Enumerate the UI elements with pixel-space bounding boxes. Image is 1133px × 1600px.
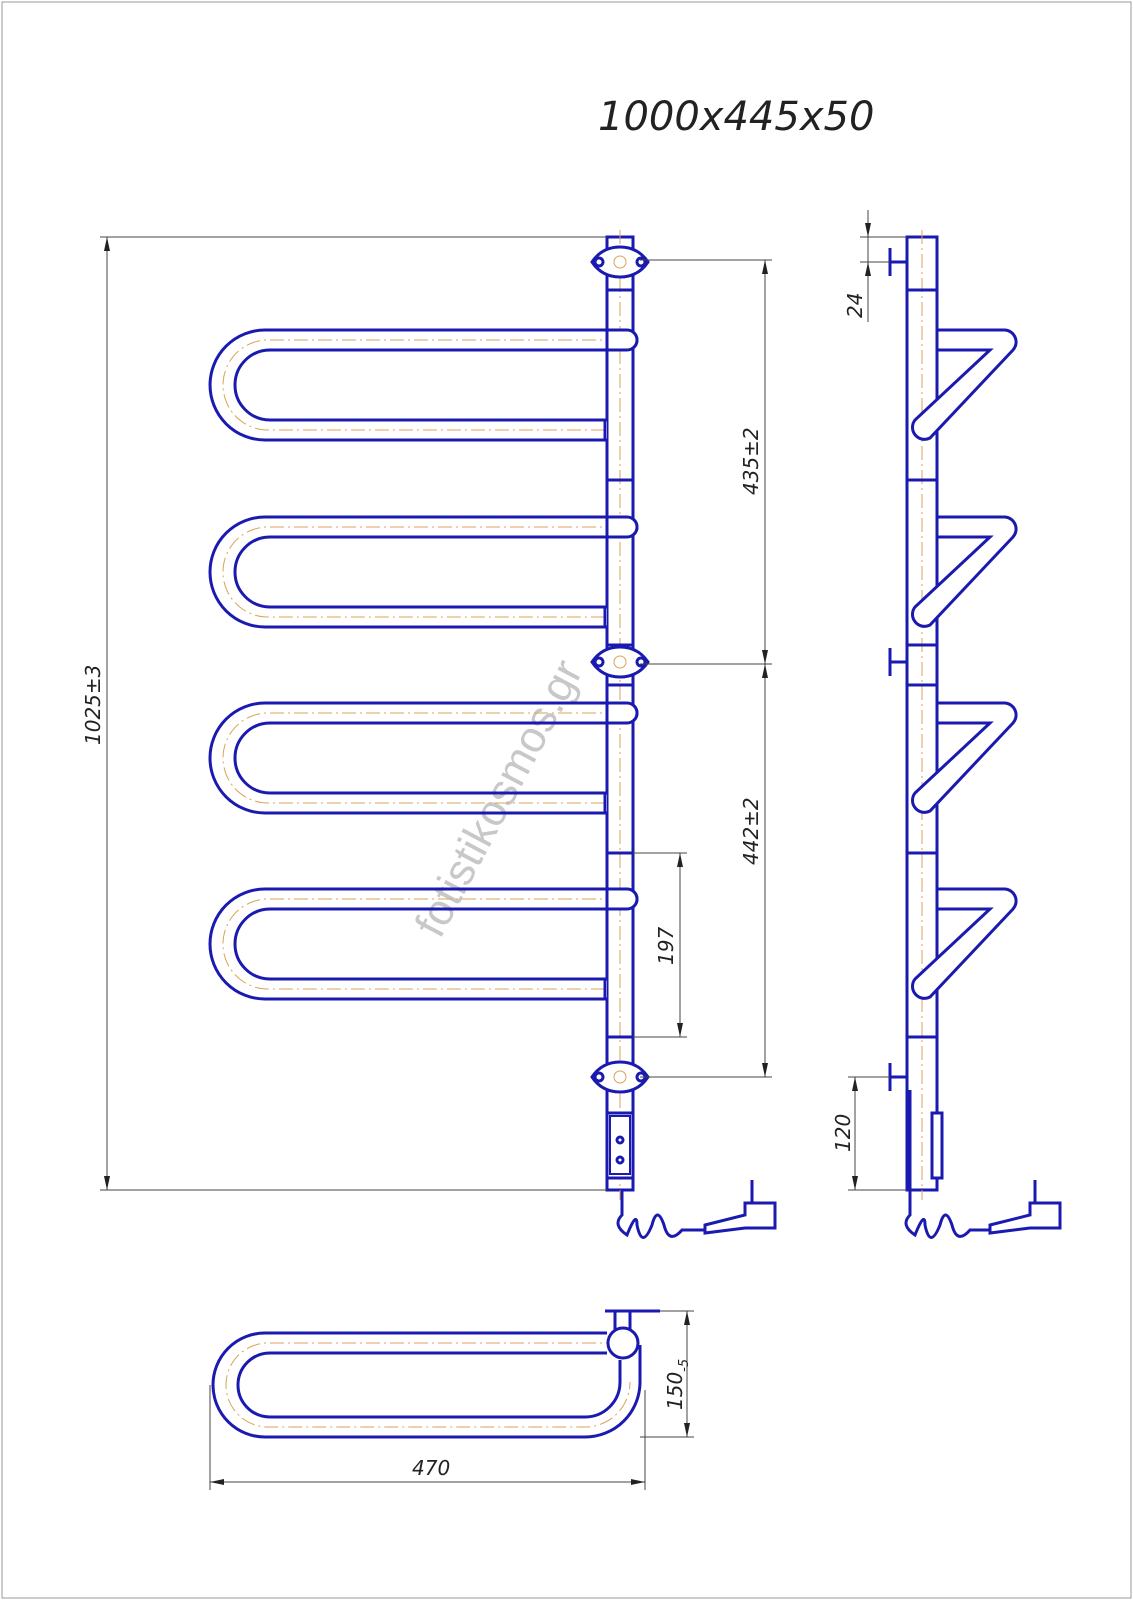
dim-arrow — [762, 650, 768, 664]
side-hook — [911, 701, 1018, 814]
dim-arrow — [684, 1423, 690, 1437]
loop-end-cap — [605, 515, 639, 539]
loop-end-cap — [605, 328, 639, 352]
wall-mount-bracket — [590, 1060, 650, 1094]
loop-centerline — [222, 898, 620, 990]
power-plug — [703, 1201, 777, 1235]
dimensions — [100, 210, 907, 1490]
mount-screw — [593, 656, 605, 668]
dim-upper-spacing: 435±2 — [739, 427, 763, 495]
dim-total-height: 1025±3 — [81, 665, 105, 745]
power-cord-coil — [616, 1190, 712, 1239]
title: 1000x445x50 — [598, 94, 874, 140]
loop-end — [603, 791, 607, 815]
top-loop-outer — [211, 1331, 642, 1439]
top-centerline — [225, 1342, 631, 1428]
button-icon — [615, 1135, 625, 1145]
loop-end — [603, 418, 607, 442]
mount-center — [613, 255, 627, 269]
loop-outer — [208, 887, 627, 1001]
side-view — [888, 230, 1062, 1239]
front-view — [208, 230, 777, 1239]
wall-mount-bracket — [590, 645, 650, 679]
loop-centerline — [222, 712, 620, 804]
loop-inner — [233, 535, 627, 609]
loop-centerline — [222, 339, 620, 431]
wall-mount-bracket — [590, 245, 650, 279]
dim-arrow — [865, 223, 871, 237]
top-loop-inner — [236, 1351, 622, 1419]
watermark: fotistikosmos.gr — [406, 652, 593, 945]
mount-screw — [593, 256, 605, 268]
dim-lower-spacing: 442±2 — [739, 797, 763, 865]
dim-loop-pitch: 197 — [654, 927, 678, 965]
mount-screw — [635, 656, 647, 668]
dim-arrow — [104, 1176, 110, 1190]
top-collector-section — [606, 1326, 640, 1360]
control-panel — [609, 1115, 631, 1175]
mount-screw — [593, 1071, 605, 1083]
side-power-plug — [988, 1201, 1062, 1235]
loop-outer — [208, 328, 627, 442]
dim-arrow — [852, 1176, 858, 1190]
dim-bottom-offset: 120 — [831, 1114, 855, 1152]
loop-inner — [233, 348, 627, 422]
dim-width: 470 — [412, 1456, 450, 1480]
button-icon — [615, 1155, 625, 1165]
side-power-cord — [904, 1090, 1000, 1239]
loop-end — [603, 977, 607, 1001]
loop-inner — [233, 907, 627, 981]
side-hook — [911, 887, 1018, 1000]
dim-arrow — [684, 1311, 690, 1325]
loop-outer — [208, 515, 627, 629]
loop-inner — [233, 721, 627, 795]
loop-end-cap — [605, 701, 639, 725]
control-unit — [605, 1111, 635, 1180]
side-control-unit — [930, 1111, 944, 1180]
side-hook — [911, 328, 1018, 441]
dim-arrow — [762, 664, 768, 678]
dim-top-offset: 24 — [843, 293, 867, 318]
dim-arrow — [631, 1479, 645, 1485]
mount-screw — [635, 256, 647, 268]
dim-arrow — [104, 237, 110, 251]
loop-centerline — [222, 526, 620, 618]
loop-end — [603, 605, 607, 629]
side-hook — [911, 515, 1018, 628]
dim-arrow — [677, 853, 683, 867]
mount-center — [613, 1070, 627, 1084]
dim-arrow — [762, 1063, 768, 1077]
mount-center — [613, 655, 627, 669]
top-view — [211, 1309, 660, 1439]
loop-outer — [208, 701, 627, 815]
dim-depth: 150-5 — [663, 1359, 692, 1410]
dim-arrow — [865, 262, 871, 276]
loop-end-cap — [605, 887, 639, 911]
dim-arrow — [762, 260, 768, 274]
dim-arrow — [210, 1479, 224, 1485]
dim-arrow — [852, 1077, 858, 1091]
dim-arrow — [677, 1023, 683, 1037]
